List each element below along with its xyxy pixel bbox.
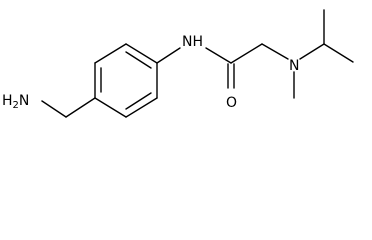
amine-label: H2N — [2, 93, 29, 111]
ring-inner-bond-3 — [125, 92, 152, 110]
bond-isopropyl-ch3-b — [323, 43, 354, 63]
tertiary-nitrogen-label: N — [289, 58, 299, 74]
ring-bond-3 — [125, 43, 158, 64]
carbonyl-oxygen-label: O — [226, 95, 237, 111]
amide-nh-label: NH — [182, 34, 203, 50]
bond-n-isopropyl — [299, 43, 325, 60]
bond-ring-nh — [156, 47, 181, 64]
chemical-structure: H2N NH O N — [2, 9, 354, 118]
bond-nh-carbonyl — [205, 47, 232, 64]
amine-h: H — [2, 93, 13, 109]
bond-ch2-nh2 — [41, 100, 67, 118]
bond-carbonyl-ch2 — [230, 43, 263, 64]
amine-n: N — [19, 93, 29, 109]
ring-inner-bond-2 — [125, 51, 152, 69]
amine-subscript: 2 — [13, 100, 19, 111]
bond-ch2-ring — [65, 97, 96, 118]
bond-ch2-n — [261, 43, 289, 60]
ring-bond-2 — [94, 43, 127, 64]
ring-bond-5 — [125, 97, 158, 118]
bond-lines — [41, 9, 354, 118]
ring-bond-6 — [94, 97, 127, 118]
